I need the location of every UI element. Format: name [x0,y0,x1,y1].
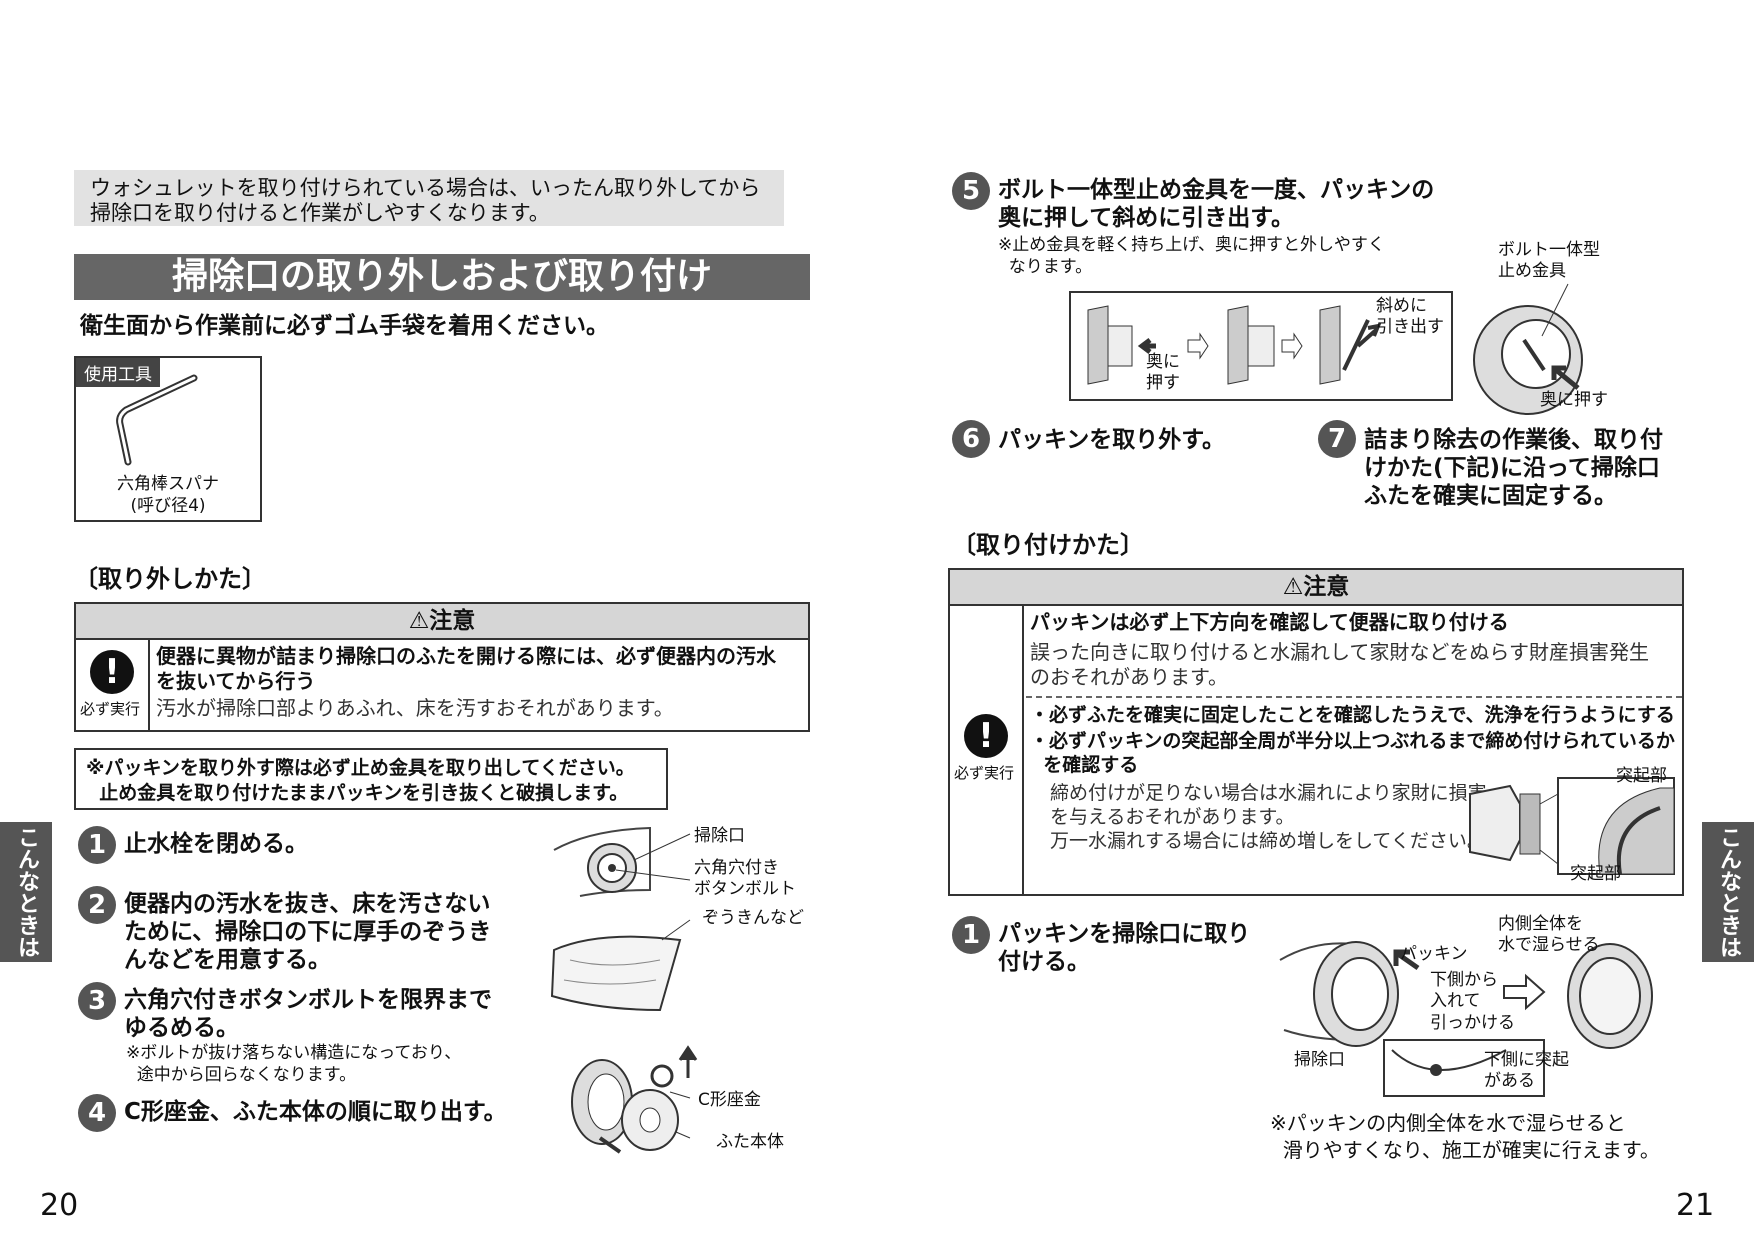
step-text: パッキンを掃除口に取り 付ける。 [998,921,1251,975]
removal-illustration [550,826,698,1154]
installation-tip-note: ウォシュレットを取り付けられている場合は、いったん取り外してから 掃除口を取り付… [74,170,784,226]
protrusion-diagram [1469,777,1675,875]
step-number: 5 [952,172,990,210]
caution-icon-cell: ! 必ず実行 [76,640,150,730]
step-number: 4 [78,1094,116,1132]
insert-from-below-label: 下側から 入れて 引っかける [1430,970,1515,1033]
page-number-right: 21 [1676,1188,1715,1223]
caution-bold-text: パッキンは必ず上下方向を確認して便器に取り付ける [1030,610,1509,634]
caution-header: ⚠注意 [950,570,1682,606]
caution-icon-cell: ! 必ず実行 [950,606,1024,894]
caution-text: 締め付けが足りない場合は水漏れにより家財に損害 を与えるおそれがあります。 万一… [1050,782,1487,852]
exclamation-icon: ! [90,650,134,694]
step-note: ※ボルトが抜け落ちない構造になっており、 途中から回らなくなります。 [126,1043,462,1085]
side-tab-right[interactable]: こんなときは [1702,822,1754,962]
step-number: 6 [952,420,990,458]
install-section-title: 〔取り付けかた〕 [952,531,1144,559]
install-caution-box: ⚠注意 ! 必ず実行 パッキンは必ず上下方向を確認して便器に取り付ける 誤った向… [948,568,1684,896]
caution-bullet: ・必ずふたを確実に固定したことを確認したうえで、洗浄を行うようにする [1030,704,1675,726]
page-heading: 掃除口の取り外しおよび取り付け [74,254,810,300]
wet-inside-label: 内側全体を 水で湿らせる [1498,914,1600,956]
tool-spec: (呼び径4) [130,496,206,516]
step-text: 便器内の汚水を抜き、床を汚さない ために、掃除口の下に厚手のぞうき んなどを用意… [124,891,492,973]
cleanout-label: 掃除口 [1294,1050,1345,1070]
push-in-label: 奥に 押す [1146,352,1180,394]
push-in-label-2: 奥に押す [1540,390,1608,410]
wet-footnote: ※パッキンの内側全体を水で湿らせると 滑りやすくなり、施工が確実に行えます。 [1270,1111,1660,1162]
must-do-label: 必ず実行 [80,700,141,718]
step-text: 詰まり除去の作業後、取り付 けかた(下記)に沿って掃除口 ふたを確実に固定する。 [1364,427,1663,509]
step-text: ボルト一体型止め金具を一度、パッキンの 奥に押して斜めに引き出す。 [998,177,1435,231]
bolt-fitting-label: ボルト一体型 止め金具 [1498,240,1600,282]
step-text: パッキンを取り外す。 [998,427,1226,453]
tool-name: 六角棒スパナ [117,474,219,494]
lid-label: ふた本体 [716,1132,784,1152]
caution-bold-text: 便器に異物が詰まり掃除口のふたを開ける際には、必ず便器内の汚水 を抜いてから行う [156,644,776,693]
pull-diagonal-label: 斜めに 引き出す [1376,296,1444,338]
step-number: 1 [952,916,990,954]
removal-section-title: 〔取り外しかた〕 [74,565,266,593]
step-text: 六角穴付きボタンボルトを限界まで ゆるめる。 [124,987,492,1041]
caution-text: 汚水が掃除口部よりあふれ、床を汚すおそれがあります。 [156,696,674,720]
page-number-left: 20 [40,1188,79,1223]
tool-box-label: 使用工具 [76,358,160,387]
caution-text: 誤った向きに取り付けると水漏れして家財などをぬらす財産損害発生 のおそれがありま… [1030,640,1649,689]
side-tab-left[interactable]: こんなときは [0,822,52,962]
step-text: 止水栓を閉める。 [124,831,308,857]
step-number: 3 [78,982,116,1020]
glove-instruction: 衛生面から作業前に必ずゴム手袋を着用ください。 [80,313,609,339]
packing-label: パッキン [1400,944,1468,964]
cleanout-label: 掃除口 [694,826,745,846]
cloth-label: ぞうきんなど [702,908,804,928]
must-do-label: 必ず実行 [954,764,1015,782]
removal-caution-box: ⚠注意 ! 必ず実行 便器に異物が詰まり掃除口のふたを開ける際には、必ず便器内の… [74,602,810,732]
hex-wrench-icon [116,374,198,466]
step-note: ※止め金具を軽く持ち上げ、奥に押すと外しやすく なります。 [998,235,1385,277]
step-text: C形座金、ふた本体の順に取り出す。 [124,1099,507,1125]
washer-label: C形座金 [698,1090,761,1110]
tool-box: 使用工具 六角棒スパナ (呼び径4) [74,356,262,522]
bolt-label: 六角穴付き ボタンボルト [694,858,796,900]
protrusion-label: 突起部 [1616,766,1667,786]
divider [1026,696,1682,698]
step5-diagram [1069,283,1583,415]
packing-install-diagram [1279,941,1653,1097]
step-number: 2 [78,886,116,924]
caution-header: ⚠注意 [76,604,808,640]
protrusion-label: 突起部 [1570,864,1621,884]
step-number: 1 [78,826,116,864]
exclamation-icon: ! [964,714,1008,758]
bottom-protrusion-label: 下側に突起 がある [1484,1050,1569,1092]
caution-bullet: ・必ずパッキンの突起部全周が半分以上つぶれるまで締め付けられているか を確認する [1030,730,1675,776]
step-number: 7 [1318,420,1356,458]
packing-warning: ※パッキンを取り外す際は必ず止め金具を取り出してください。 止め金具を取り付けた… [74,748,668,810]
